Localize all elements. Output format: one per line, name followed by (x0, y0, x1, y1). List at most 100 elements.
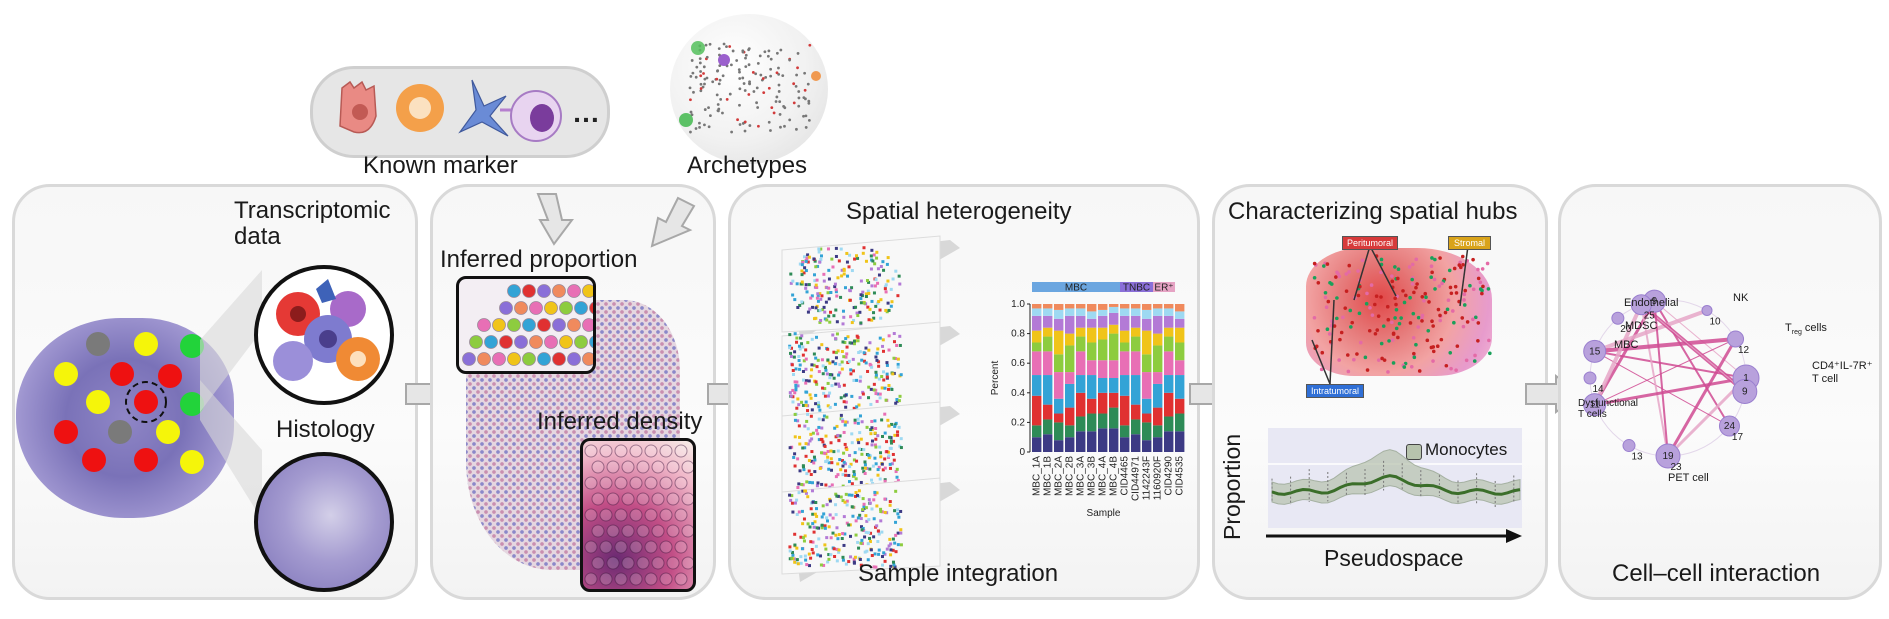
slide-spot (877, 360, 881, 364)
hub-spot (1462, 292, 1467, 297)
slide-spot (896, 543, 900, 547)
archetype-point (701, 85, 705, 89)
slide-spot (834, 435, 838, 439)
density-spot (584, 540, 598, 554)
slide-spot (843, 423, 847, 427)
slide-spot (834, 308, 838, 312)
slide-spot (882, 268, 886, 272)
slide-spot (803, 534, 807, 538)
bar-segment (1087, 342, 1097, 361)
archetype-point (769, 67, 773, 71)
hub-spot (1433, 287, 1437, 291)
slide-spot (803, 489, 807, 493)
hub-spot (1316, 280, 1321, 285)
archetype-point (703, 82, 706, 86)
archetype-point (792, 101, 796, 105)
bar-segment (1065, 372, 1075, 384)
hub-spot (1376, 358, 1381, 362)
archetype-point (779, 48, 783, 52)
bar-segment (1065, 383, 1075, 408)
slide-spot (820, 343, 824, 347)
slide-spot (800, 280, 804, 284)
archetype-point (807, 99, 811, 103)
hub-spot (1439, 337, 1444, 342)
density-spot (584, 476, 598, 490)
slide-spot (820, 523, 824, 527)
hub-spot (1381, 324, 1386, 328)
slide-spot (807, 283, 811, 287)
hub-spot (1481, 284, 1485, 289)
pie-spot (492, 352, 506, 366)
archetype-point (699, 70, 702, 73)
slide-spot (836, 349, 840, 353)
slide-spot (827, 467, 831, 471)
node-small-number: 13 (1631, 452, 1643, 463)
interaction-edge (1594, 338, 1736, 406)
bar-segment (1043, 327, 1053, 337)
archetype-point (717, 47, 721, 50)
slide-spot (824, 483, 828, 487)
slide-spot (808, 307, 812, 311)
slide-spot (788, 446, 792, 450)
slide-spot (804, 491, 808, 495)
bar-segment (1087, 431, 1097, 452)
hub-spot (1312, 315, 1317, 320)
bar-segment (1076, 327, 1086, 337)
slide-spot (826, 291, 830, 295)
slide-spot (841, 532, 845, 536)
bar-segment (1087, 304, 1097, 312)
slide-spot (814, 283, 818, 287)
slide-spot (883, 285, 887, 289)
hub-spot (1394, 326, 1399, 331)
slide-spot (864, 361, 868, 365)
slide-spot (894, 520, 898, 524)
slide-spot (811, 551, 815, 555)
slide-spot (859, 321, 863, 325)
tissue-spot (134, 448, 158, 472)
slide-spot (800, 400, 804, 404)
slide-spot (799, 535, 803, 539)
slide-spot (817, 417, 821, 421)
archetype-point (738, 123, 742, 126)
slide-spot (869, 428, 873, 432)
slide-spot (825, 286, 829, 290)
density-spot (599, 508, 613, 522)
slide-spot (834, 475, 838, 479)
slide-spot (861, 251, 865, 255)
hub-spot (1465, 320, 1470, 324)
slide-spot (862, 359, 866, 363)
slide-spot (856, 314, 860, 318)
archetype-point (709, 114, 712, 118)
pie-spot (469, 335, 483, 349)
hub-spot (1328, 280, 1332, 285)
slide-spot (885, 450, 889, 454)
slide-spot (890, 422, 894, 426)
archetype-point (803, 88, 807, 92)
slide-spot (859, 301, 863, 305)
slide-spot (852, 560, 856, 564)
tissue-spot (86, 332, 110, 356)
density-spot (681, 524, 693, 538)
hub-spot (1323, 295, 1328, 300)
pie-spot (522, 284, 536, 298)
bar-segment (1054, 330, 1064, 355)
node-small-number: 12 (1738, 345, 1750, 356)
archetype-point (778, 113, 782, 116)
slide-spot (799, 282, 803, 286)
tissue-spot (108, 420, 132, 444)
slide-spot (876, 281, 880, 285)
node-label-endothelial: Endothelial (1624, 297, 1679, 309)
slide-spot (850, 441, 854, 445)
slide-spot (863, 535, 867, 539)
hub-spot (1370, 313, 1375, 317)
arrow-down-2 (650, 196, 696, 248)
hub-spot (1343, 306, 1348, 310)
archetype-point (699, 82, 703, 86)
slide-spot (842, 400, 846, 404)
archetype-point (699, 87, 703, 90)
density-spot (644, 444, 658, 458)
slide-spot (827, 277, 831, 281)
slide-spot (877, 273, 881, 277)
hub-spot (1437, 284, 1442, 288)
